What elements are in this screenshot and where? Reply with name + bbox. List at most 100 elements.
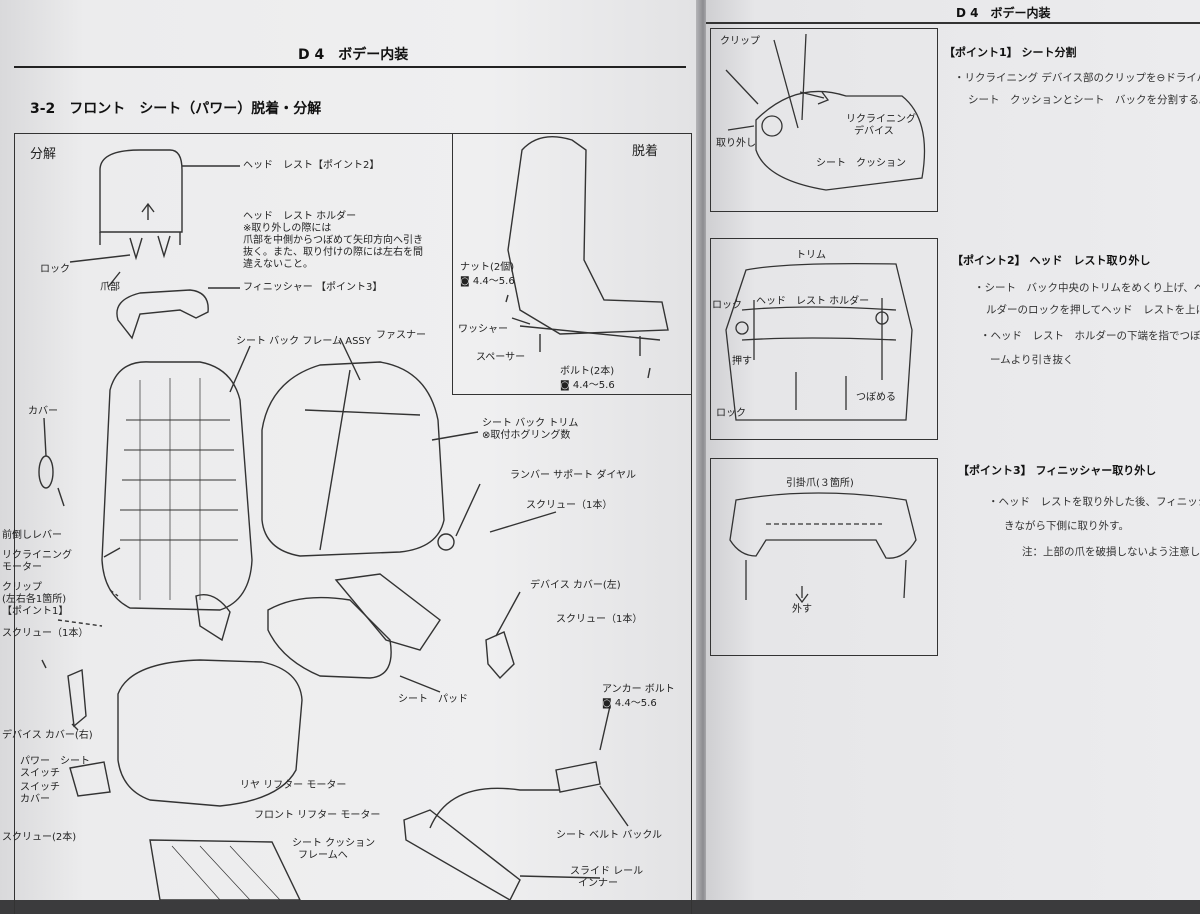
page-header-right: D 4 ボデー内装: [956, 6, 1051, 20]
point1-text2: シート クッションとシート バックを分割する。: [968, 94, 1200, 106]
label-screw2: スクリュー(2本): [2, 832, 77, 843]
label-finisher: フィニッシャー 【ポイント3】: [243, 282, 383, 293]
fig1-cushion: シート クッション: [816, 158, 906, 169]
label-nut-torque-text: 4.4〜5.6: [472, 276, 515, 287]
headrest-shape: [99, 149, 183, 233]
section-title: 3-2 フロント シート（パワー）脱着・分解: [30, 101, 322, 117]
label-screw-r1: スクリュー（1本）: [526, 500, 613, 511]
label-anchor-torque: ◙ 4.4〜5.6: [602, 698, 657, 710]
torque-icon: ◙: [460, 276, 470, 287]
frame-shape: [101, 361, 253, 611]
label-claw: 爪部: [100, 282, 120, 293]
cushion-shape: [117, 659, 303, 807]
header-rule-right: [706, 22, 1200, 24]
label-bolt-torque-text: 4.4〜5.6: [572, 380, 615, 391]
label-power-switch1: パワー シート: [20, 756, 90, 767]
label-frame: シート バック フレーム ASSY: [236, 336, 371, 347]
point3-title: 【ポイント3】 フィニッシャー取り外し: [958, 464, 1157, 477]
point1-text1: ・リクライニング デバイス部のクリップを⊖ドライバー: [954, 72, 1200, 84]
torque-icon: ◙: [602, 698, 612, 709]
label-belt-buckle: シート ベルト バックル: [556, 830, 663, 841]
label-device-cover-r: デバイス カバー(右): [2, 730, 93, 741]
label-slide-rail1: スライド レール: [570, 866, 644, 877]
label-nut-torque: ◙ 4.4〜5.6: [460, 276, 515, 288]
label-holder-note3: 抜く。また、取り付けの際には左右を間: [243, 247, 423, 258]
label-lever: 前倒しレバー: [2, 530, 62, 541]
label-holder-note4: 違えないこと。: [243, 259, 313, 270]
figure-point1: [710, 28, 938, 212]
label-slide-rail2: インナー: [578, 878, 618, 889]
label-spacer: スペーサー: [476, 352, 526, 363]
page-header: D 4 ボデー内装: [298, 47, 409, 63]
point3-text1: ・ヘッド レストを取り外した後、フィニッシャー: [988, 496, 1200, 508]
label-holder-note1: ※取り外しの際には: [243, 223, 332, 234]
label-screw-r2: スクリュー（1本）: [556, 614, 643, 625]
figure-point2: [710, 238, 938, 440]
removal-label: 脱着: [632, 144, 659, 159]
label-screw1: スクリュー（1本）: [2, 628, 89, 639]
fig3-remove: 外す: [792, 604, 812, 615]
removal-panel: [452, 133, 692, 395]
label-back-trim-note-text: 取付ホグリング数: [490, 430, 571, 441]
label-switch-cover1: スイッチ: [20, 782, 60, 793]
fig2-holder: ヘッド レスト ホルダー: [756, 296, 870, 307]
label-headrest: ヘッド レスト【ポイント2】: [243, 160, 380, 171]
point3-text2: きながら下側に取り外す。: [1004, 520, 1129, 532]
label-bolt: ボルト(2本): [560, 366, 615, 377]
label-holder: ヘッド レスト ホルダー: [243, 211, 357, 222]
label-bolt-torque: ◙ 4.4〜5.6: [560, 380, 615, 392]
label-nut: ナット(2個): [460, 262, 515, 273]
label-rear-lifter: リヤ リフター モーター: [240, 780, 347, 791]
point2-text3: ・ヘッド レスト ホルダーの下端を指でつぼめて: [980, 330, 1200, 342]
disassembly-label: 分解: [30, 147, 57, 162]
fig2-push: 押す: [732, 356, 752, 367]
label-clip1: クリップ: [2, 582, 42, 593]
label-washer: ワッシャー: [458, 324, 508, 335]
label-anchor: アンカー ボルト: [602, 684, 675, 695]
label-recline-motor1: リクライニング: [2, 550, 72, 561]
fig1-recline1: リクライニング: [846, 114, 916, 125]
finisher-shape: [116, 289, 209, 340]
point1-title: 【ポイント1】 シート分割: [944, 46, 1077, 59]
label-lock: ロック: [40, 264, 70, 275]
label-device-cover-l: デバイス カバー(左): [530, 580, 621, 591]
label-front-lifter: フロント リフター モーター: [254, 810, 381, 821]
label-seat-pad: シート パッド: [398, 694, 468, 705]
label-clip3: 【ポイント1】: [2, 606, 69, 617]
label-anchor-torque-text: 4.4〜5.6: [614, 698, 657, 709]
fig1-remove: 取り外し: [716, 138, 756, 149]
label-cushion-frame2: フレームへ: [298, 850, 348, 861]
diagram-frame: [14, 133, 692, 914]
seat-pad-shape: [267, 596, 392, 679]
torque-icon: ◙: [560, 380, 570, 391]
label-back-trim-note: ⊗取付ホグリング数: [482, 430, 570, 442]
label-fastener: ファスナー: [376, 330, 426, 341]
fig2-lock: ロック: [716, 408, 746, 419]
crossed-circle-icon: ⊗: [482, 430, 491, 441]
label-back-trim: シート バック トリム: [482, 418, 579, 429]
point2-text1: ・シート バック中央のトリムをめくり上げ、ヘッド: [974, 282, 1200, 294]
fig3-claws: 引掛爪(３箇所): [786, 478, 854, 489]
label-cover: カバー: [28, 406, 58, 417]
point2-title: 【ポイント2】 ヘッド レスト取り外し: [952, 254, 1151, 267]
figure-point3: [710, 458, 938, 656]
exploded-seat-drawing: [0, 0, 700, 900]
label-cushion-frame1: シート クッション: [292, 838, 376, 849]
label-holder-note2: 爪部を中側からつぼめて矢印方向へ引き: [243, 235, 423, 246]
procedure-drawings: [725, 33, 926, 604]
label-recline-motor2: モーター: [2, 562, 42, 573]
point2-text2: ルダーのロックを押してヘッド レストを上に引き: [986, 304, 1200, 316]
back-trim-shape: [261, 361, 445, 557]
point2-text4: ームより引き抜く: [990, 354, 1074, 366]
header-rule: [14, 66, 686, 68]
fig1-recline2: デバイス: [854, 126, 894, 137]
label-switch-cover2: カバー: [20, 794, 50, 805]
assembled-seat-shape: [507, 136, 669, 335]
right-page: D 4 ボデー内装 クリップ 取り外し リクライニング デバイス シート クッシ…: [706, 0, 1200, 900]
slide-rail-shape: [403, 809, 521, 900]
fig1-clip: クリップ: [720, 36, 760, 47]
cushion-frame-shape: [149, 839, 301, 900]
label-clip2: (左右各1箇所): [2, 594, 67, 605]
fig2-trim: トリム: [796, 250, 826, 261]
point3-note: 注：上部の爪を破損しないよう注意して取り外し: [1022, 546, 1200, 558]
